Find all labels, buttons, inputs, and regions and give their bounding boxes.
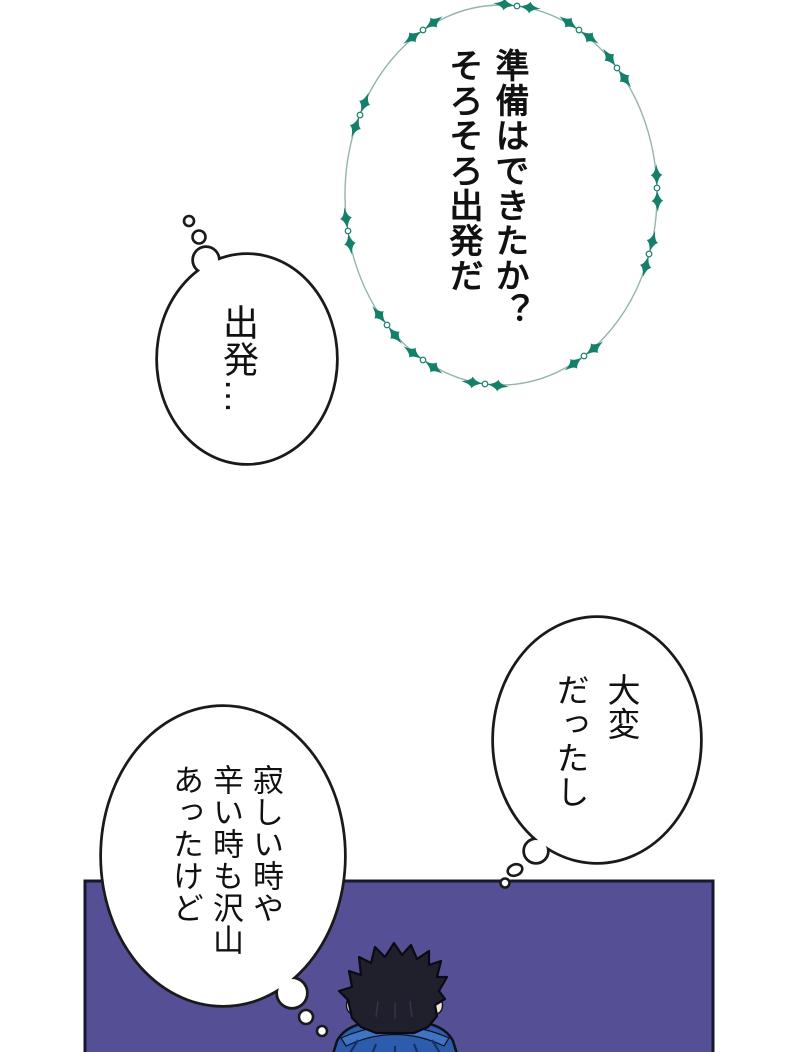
collar-pleat-lines: [349, 1039, 441, 1052]
thought-bubble-exit: [155, 214, 339, 466]
thought-trail-dot: [506, 862, 524, 878]
speech-bubble-hardship: [491, 615, 703, 889]
hair-texture-lines: [375, 1000, 413, 1019]
thought-trail-dot: [499, 877, 511, 889]
character-hair: [337, 941, 449, 1035]
thought-trail-dot: [182, 214, 196, 228]
sparkle-ring-bubble: [337, 0, 665, 394]
dialogue-lonely-thought: 寂しい時や 辛い時も沢山 あったけど: [168, 764, 283, 956]
dialogue-hardship: 大変 だったし: [552, 673, 640, 809]
dialogue-announce: 準備はできたか？ そろそろ出発だ: [444, 48, 527, 328]
character-back-view: [332, 941, 458, 1052]
thought-trail-dot: [191, 229, 207, 245]
thought-trail-dot: [297, 1008, 315, 1026]
dialogue-exit-thought: 出発…: [218, 304, 259, 415]
thought-bubble-lonely: [99, 704, 347, 1038]
thought-trail-dot: [315, 1024, 329, 1038]
